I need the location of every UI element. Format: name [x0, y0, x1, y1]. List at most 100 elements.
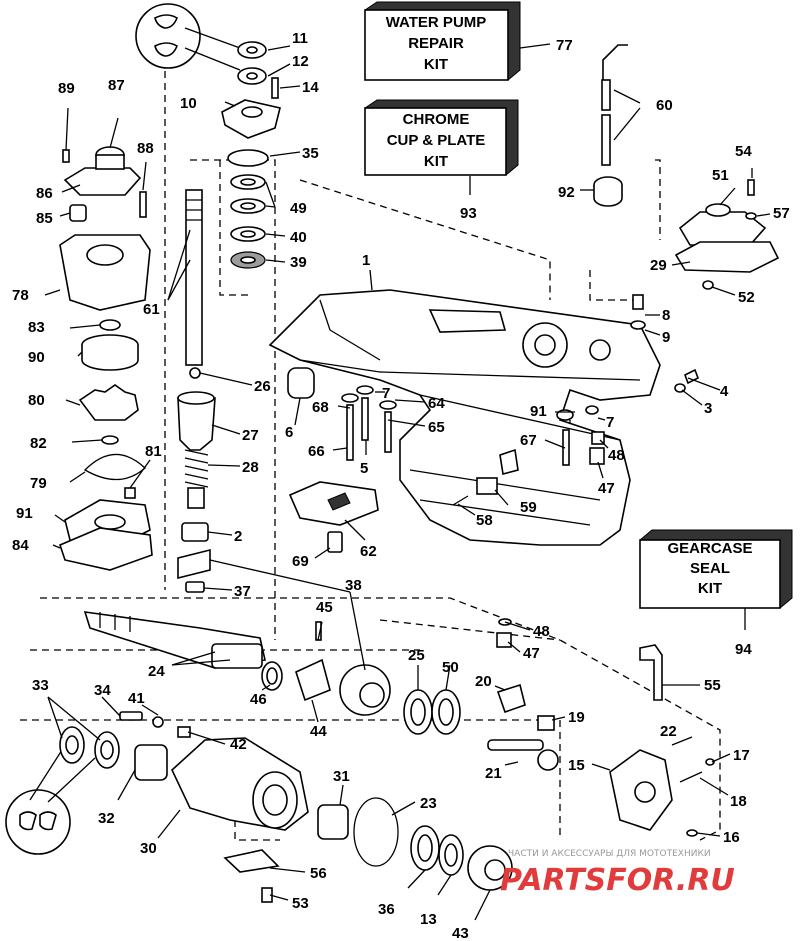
part-label-91a: 91: [16, 505, 33, 522]
part-label-92: 92: [558, 184, 575, 201]
part-label-39: 39: [290, 254, 307, 271]
water-pump-parts: [59, 146, 153, 571]
part-label-11: 11: [292, 30, 308, 47]
part-label-67: 67: [520, 432, 537, 449]
part-label-62: 62: [360, 543, 377, 560]
part-label-31: 31: [333, 768, 350, 785]
part-label-45: 45: [316, 599, 333, 616]
part-label-20: 20: [475, 673, 492, 690]
part-label-37: 37: [234, 583, 251, 600]
watermark-brand: PARTSFOR.RU: [500, 863, 735, 898]
part-label-58: 58: [476, 512, 493, 529]
part-label-93: 93: [460, 205, 477, 222]
part-label-17: 17: [733, 747, 750, 764]
part-label-12: 12: [292, 53, 309, 70]
kit-gearcase-seal-line2: SEAL: [690, 560, 730, 577]
kit-gearcase-seal-line3: KIT: [698, 580, 722, 597]
kit-water-pump-line1: WATER PUMP: [386, 14, 487, 31]
seal-rings: [221, 41, 281, 269]
part-label-35: 35: [302, 145, 319, 162]
part-label-32: 32: [98, 810, 115, 827]
part-label-79: 79: [30, 475, 47, 492]
part-label-82: 82: [30, 435, 47, 452]
detail-circle-bottom: [5, 749, 96, 855]
leader-lines: [44, 45, 771, 921]
part-label-48b: 48: [533, 623, 550, 640]
part-label-43: 43: [452, 925, 469, 941]
part-label-18: 18: [730, 793, 747, 810]
watermark: ЧАСТИ И АКСЕССУАРЫ ДЛЯ МОТОТЕХНИКИ PARTS…: [500, 849, 735, 898]
part-label-19: 19: [568, 709, 585, 726]
propeller-shaft-parts: [83, 611, 715, 837]
kit-water-pump-line2: REPAIR: [408, 35, 464, 52]
tube-and-cover-parts: [593, 44, 780, 290]
gearcase-housing: [268, 289, 661, 546]
part-label-29: 29: [650, 257, 667, 274]
part-label-14: 14: [302, 79, 319, 96]
part-label-85: 85: [36, 210, 53, 227]
part-label-27: 27: [242, 427, 259, 444]
kit-box-water-pump: WATER PUMP REPAIR KIT: [364, 1, 551, 81]
part-labels: 11 12 14 10 35 49 40 39 77 60 92 93 54 5…: [12, 30, 790, 941]
part-label-56: 56: [310, 865, 327, 882]
part-label-33: 33: [32, 677, 49, 694]
part-label-80: 80: [28, 392, 45, 409]
part-label-61: 61: [143, 301, 160, 318]
part-label-53: 53: [292, 895, 309, 912]
part-label-50: 50: [442, 659, 459, 676]
part-label-6: 6: [285, 424, 293, 441]
part-label-16: 16: [723, 829, 740, 846]
part-label-42: 42: [230, 736, 247, 753]
part-label-51: 51: [712, 167, 729, 184]
part-label-13: 13: [420, 911, 437, 928]
part-label-26: 26: [254, 378, 271, 395]
part-label-78: 78: [12, 287, 29, 304]
kit-water-pump-line3: KIT: [424, 56, 448, 73]
part-label-60: 60: [656, 97, 673, 114]
kit-chrome-cup-line3: KIT: [424, 153, 448, 170]
kit-box-gearcase-seal: GEARCASE SEAL KIT: [639, 529, 793, 630]
part-label-40: 40: [290, 229, 307, 246]
part-label-91b: 91: [530, 403, 547, 420]
part-label-47b: 47: [523, 645, 540, 662]
part-label-65: 65: [428, 419, 445, 436]
part-label-66: 66: [308, 443, 325, 460]
part-label-34: 34: [94, 682, 111, 699]
part-label-15: 15: [568, 757, 585, 774]
part-label-49: 49: [290, 200, 307, 217]
part-label-47a: 47: [598, 480, 615, 497]
part-label-36: 36: [378, 901, 395, 918]
part-label-88: 88: [137, 140, 154, 157]
part-label-30: 30: [140, 840, 157, 857]
kit-chrome-cup-line1: CHROME: [403, 111, 470, 128]
part-label-24: 24: [148, 663, 165, 680]
part-label-5: 5: [360, 460, 368, 477]
part-label-44: 44: [310, 723, 327, 740]
part-label-64: 64: [428, 395, 445, 412]
part-label-7b: 7: [606, 414, 614, 431]
part-label-54: 54: [735, 143, 752, 160]
part-label-84: 84: [12, 537, 29, 554]
part-label-94: 94: [735, 641, 752, 658]
part-label-69: 69: [292, 553, 309, 570]
kit-box-chrome-cup: CHROME CUP & PLATE KIT: [364, 99, 519, 195]
part-label-23: 23: [420, 795, 437, 812]
part-label-3: 3: [704, 400, 712, 417]
part-label-83: 83: [28, 319, 45, 336]
watermark-caption: ЧАСТИ И АКСЕССУАРЫ ДЛЯ МОТОТЕХНИКИ: [508, 849, 711, 859]
part-label-89: 89: [58, 80, 75, 97]
part-label-9: 9: [662, 329, 670, 346]
part-label-21: 21: [485, 765, 502, 782]
part-label-87: 87: [108, 77, 125, 94]
part-label-86: 86: [36, 185, 53, 202]
part-label-52: 52: [738, 289, 755, 306]
part-label-81: 81: [145, 443, 162, 460]
part-label-59: 59: [520, 499, 537, 516]
part-label-46: 46: [250, 691, 267, 708]
part-label-68: 68: [312, 399, 329, 416]
drive-shaft-parts: [177, 189, 216, 593]
part-label-55: 55: [704, 677, 721, 694]
part-label-41: 41: [128, 690, 145, 707]
part-label-38: 38: [345, 577, 362, 594]
